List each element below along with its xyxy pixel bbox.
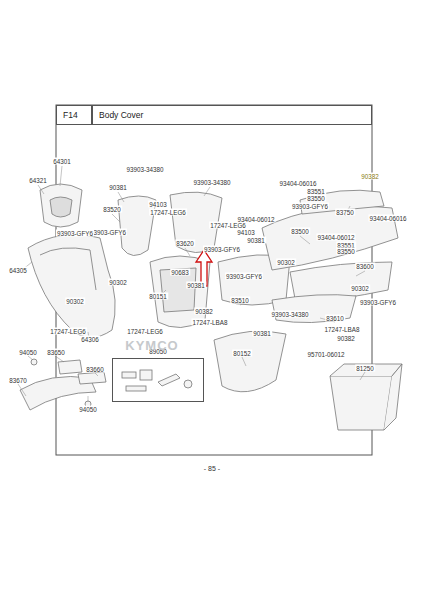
callout-number: 80151 [148,293,168,300]
callout-number: 83500 [290,228,310,235]
callout-number: 93903-GFY6 [359,299,397,306]
callout-number: 83650 [46,349,66,356]
callout-number: 90302 [350,285,370,292]
callout-number: 83750 [335,209,355,216]
callout-number: 93404-06012 [316,234,355,241]
callout-number: 17247-LEG6 [209,222,247,229]
callout-number: 83610 [325,315,345,322]
figure-number-cell: F14 [56,105,92,125]
callout-number: 83550 [306,195,326,202]
callout-number: 80152 [232,350,252,357]
parts-kit-box: 89050 [112,348,204,402]
callout-number: 81250 [355,365,375,372]
callout-number: 90302 [276,259,296,266]
callout-number: 83670 [8,377,28,384]
callout-number: 83660 [85,366,105,373]
kit-outline [112,358,204,402]
callout-number: 89050 [148,348,168,355]
watermark: KYMCO [124,342,179,349]
callout-number: 83551 [306,188,326,195]
callout-number: 93903-GFY6 [203,246,241,253]
page-number: - 85 - [203,465,221,472]
callout-number: 90382 [336,335,356,342]
callout-number: 83620 [175,240,195,247]
section-title-cell: Body Cover [92,105,372,125]
callout-number: 93903-GFY6 [291,203,329,210]
callout-number: 90302 [65,298,85,305]
callout-number: 90381 [186,282,206,289]
header-text: Body Cover [99,110,143,120]
callout-number: 93903-34380 [192,179,231,186]
callout-number: 93903-GFY6 [56,230,94,237]
callout-number: 83520 [102,206,122,213]
callout-number: 94103 [148,201,168,208]
callout-number: 17247-LEG6 [149,209,187,216]
callout-number: 64306 [80,336,100,343]
callout-number: 90381 [246,237,266,244]
callout-number: 17247-LEG6 [126,328,164,335]
callout-number: 95701-06012 [306,351,345,358]
callout-number: 93404-06012 [236,216,275,223]
callout-number: 64321 [28,177,48,184]
callout-number: 64305 [8,267,28,274]
callout-number: 90381 [108,184,128,191]
callout-number: 94103 [236,229,256,236]
header-text: F14 [63,110,78,120]
callout-number: 90683 [170,269,190,276]
callout-number: 93903-GFY6 [89,229,127,236]
callout-number: 90382 [194,308,214,315]
callout-number: 90382 [360,173,380,180]
callout-number: 94050 [78,406,98,413]
callout-number: 93404-06016 [368,215,407,222]
callout-number: 93903-GFY6 [225,273,263,280]
callout-number: 83550 [336,248,356,255]
callout-number: 17247-LEG6 [49,328,87,335]
callout-number: 90381 [252,330,272,337]
callout-number: 93404-06016 [278,180,317,187]
callout-number: 17247-LBA8 [191,319,228,326]
callout-number: 83600 [355,263,375,270]
callout-number: 83510 [230,297,250,304]
callout-number: 90302 [108,279,128,286]
callout-number: 64301 [52,158,72,165]
callout-number: 94050 [18,349,38,356]
callout-number: 17247-LBA8 [323,326,360,333]
callout-number: 93903-34380 [270,311,309,318]
callout-number: 93903-34380 [125,166,164,173]
